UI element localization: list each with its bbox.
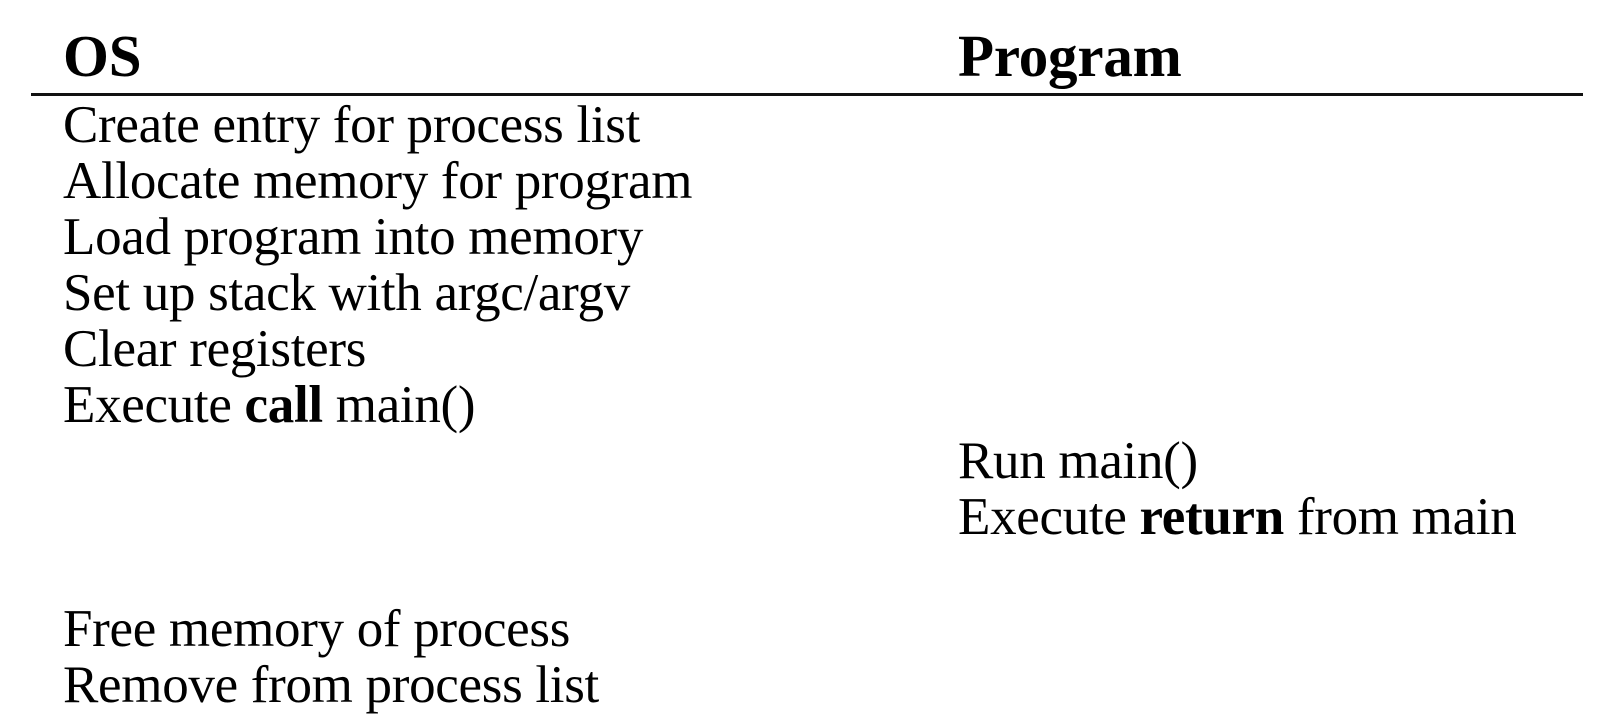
table-row <box>0 545 1620 601</box>
os-step-9: Free memory of process <box>63 600 571 658</box>
table-row: Execute call main() <box>0 377 1620 433</box>
table-row: Set up stack with argc/argv <box>0 265 1620 321</box>
os-step-2: Load program into memory <box>63 208 644 266</box>
column-header-program: Program <box>958 23 1182 89</box>
column-program: Program <box>958 26 1598 86</box>
table-row: Remove from process list <box>0 657 1620 713</box>
os-step-1: Allocate memory for program <box>63 152 693 210</box>
os-step-5-keyword: call <box>244 376 324 434</box>
table-row: Free memory of process <box>0 601 1620 657</box>
header-divider-rule <box>31 93 1583 96</box>
os-step-10: Remove from process list <box>63 656 599 714</box>
table-row: Clear registers <box>0 321 1620 377</box>
os-step-0: Create entry for process list <box>63 96 641 154</box>
table-row: Load program into memory <box>0 209 1620 265</box>
os-step-3: Set up stack with argc/argv <box>63 264 630 322</box>
program-step-7-keyword: return <box>1139 488 1285 546</box>
table-row: Execute return from main <box>0 489 1620 545</box>
program-step-6: Run main() <box>958 432 1198 490</box>
table-row: Create entry for process list <box>0 97 1620 153</box>
table-row: Allocate memory for program <box>0 153 1620 209</box>
program-step-7: Execute return from main <box>958 488 1517 546</box>
os-program-table: OS Program Create entry for process list… <box>0 26 1620 713</box>
os-step-5: Execute call main() <box>63 376 476 434</box>
column-header-os: OS <box>63 23 142 89</box>
table-header-row: OS Program <box>0 26 1620 94</box>
column-os: OS <box>63 26 923 86</box>
page-canvas: OS Program Create entry for process list… <box>0 26 1620 713</box>
table-row: Run main() <box>0 433 1620 489</box>
os-step-4: Clear registers <box>63 320 367 378</box>
